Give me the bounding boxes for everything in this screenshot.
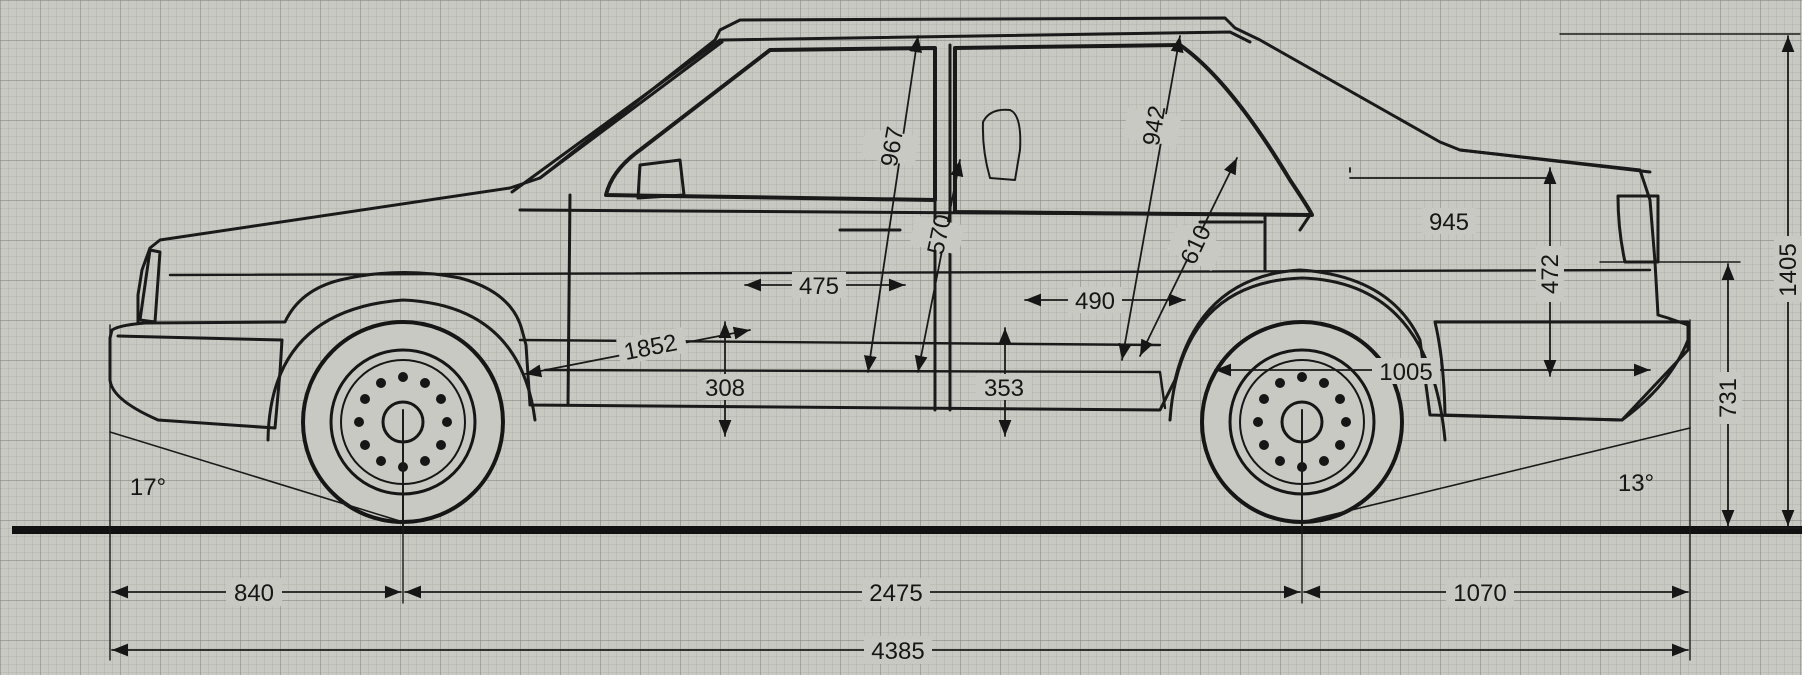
dim-overall-length: 4385: [871, 638, 924, 665]
dim-rear-floor: 353: [984, 375, 1024, 402]
dim-rear-bumper-height: 731: [1715, 378, 1742, 418]
dim-wheelbase: 2475: [869, 580, 922, 607]
dim-rear-cushion: 490: [1075, 288, 1115, 315]
dim-front-cushion: 475: [799, 273, 839, 300]
rear-window: [953, 43, 1314, 217]
dim-departure-angle: 13°: [1618, 470, 1654, 497]
dim-overall-height: 1405: [1775, 243, 1802, 296]
dim-front-floor: 308: [705, 375, 745, 402]
axle-lines: [402, 409, 1303, 531]
dim-front-overhang: 840: [234, 580, 274, 607]
dim-rear-overhang: 1070: [1453, 580, 1506, 607]
dimension-labels: 840 2475 1070 4385 1405 731 17° 13° 967 …: [130, 104, 1802, 665]
angle-lines: [109, 427, 1691, 523]
dim-boot-height: 472: [1537, 254, 1564, 294]
dim-boot-floor: 1005: [1379, 359, 1432, 386]
dim-boot-length: 945: [1429, 209, 1469, 236]
dim-approach-angle: 17°: [130, 474, 166, 501]
